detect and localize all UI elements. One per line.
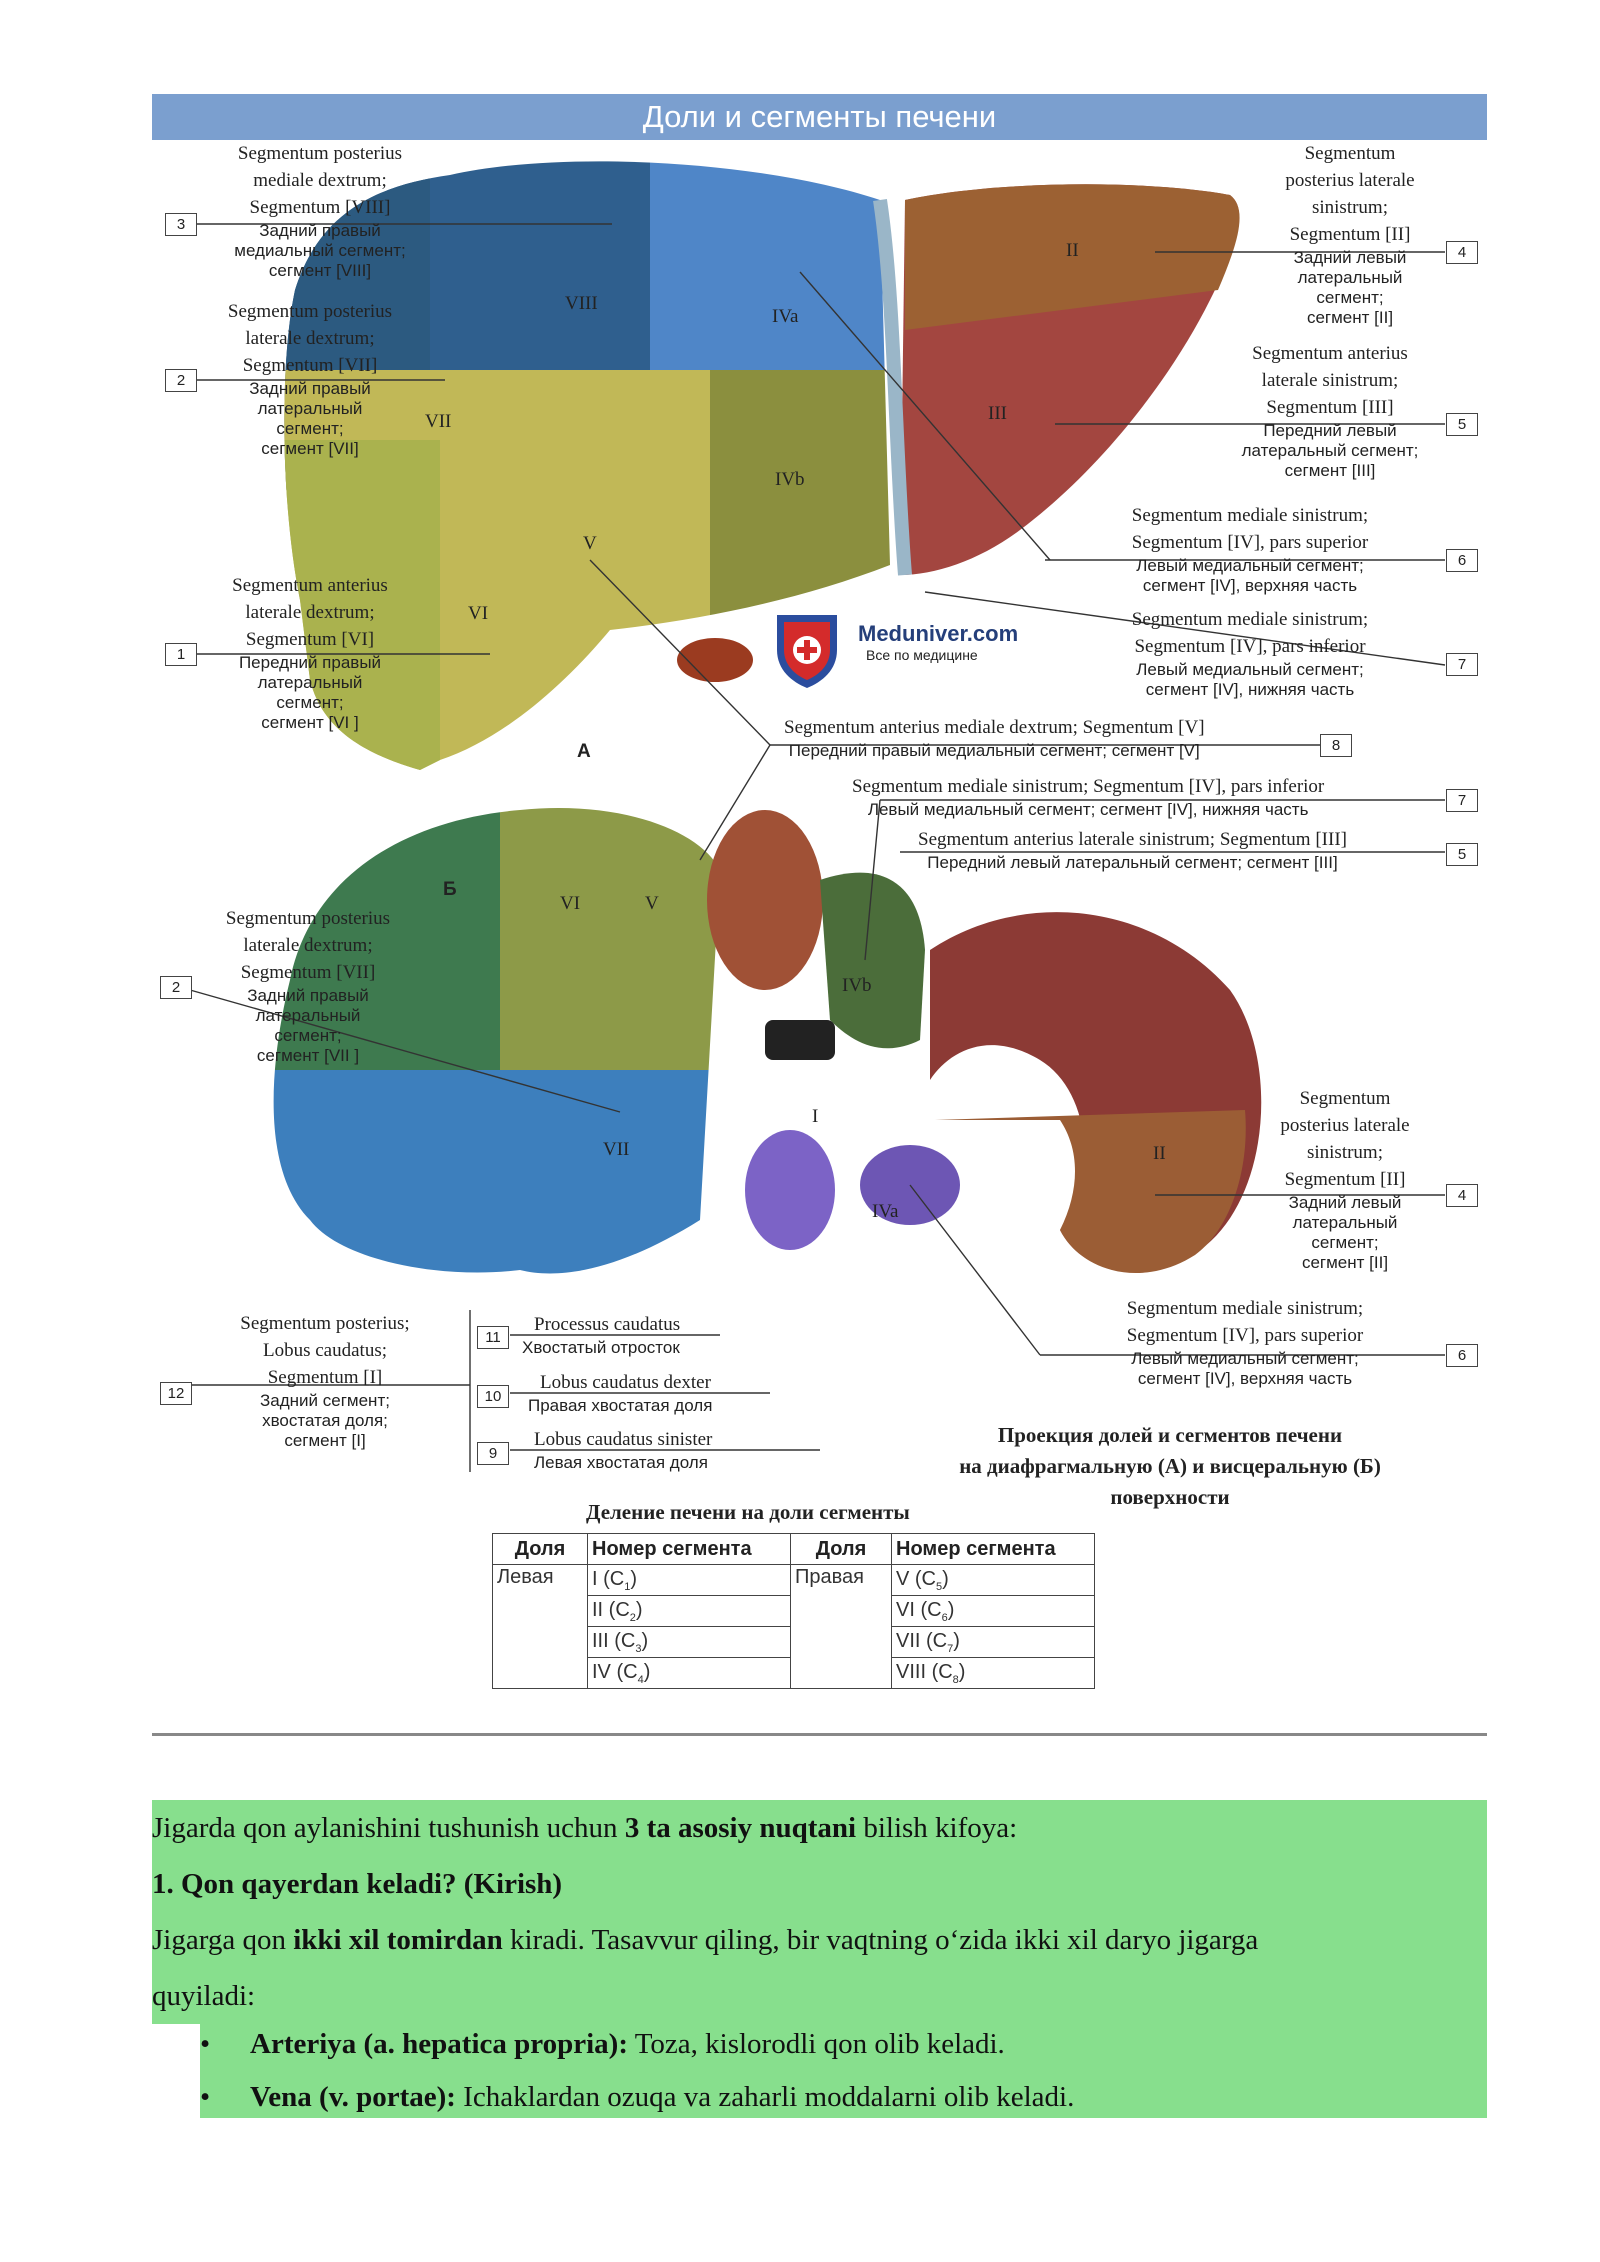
gallbladder	[707, 810, 823, 990]
leader-lines	[182, 223, 1446, 1472]
callout-11: 11	[477, 1326, 509, 1349]
roman-b-v: V	[645, 893, 659, 914]
label-lobus-caudatus-dexter: Lobus caudatus dexter Правая хвостатая д…	[528, 1372, 713, 1415]
segment-cell: III (C3)	[587, 1626, 791, 1658]
callout-9: 9	[477, 1442, 509, 1465]
callout-8: 8	[1320, 734, 1352, 757]
segment-ii-b-area	[935, 1110, 1246, 1274]
liver-view-a	[284, 161, 890, 770]
inferior-vena-cava	[745, 1130, 835, 1250]
segment-vii-b-area	[273, 1070, 720, 1274]
roman-b-ii: II	[1153, 1143, 1166, 1164]
table-header-row: Доля Номер сегмента Доля Номер сегмента	[492, 1533, 1095, 1565]
roman-vi: VI	[468, 603, 489, 624]
label-segment-iv-inferior: Segmentum mediale sinistrum; Segmentum […	[1131, 609, 1369, 699]
callout-5: 5	[1446, 413, 1478, 436]
roman-v: V	[583, 533, 597, 554]
roman-vii: VII	[425, 411, 452, 432]
roman-b-ivb: IVb	[842, 975, 872, 996]
segment-cell: II (C2)	[587, 1595, 791, 1627]
roman-iii: III	[988, 403, 1007, 424]
label-segment-vii: Segmentum posterius laterale dextrum; Se…	[227, 301, 393, 458]
col-header: Номер сегмента	[891, 1533, 1095, 1565]
callout-7: 7	[1446, 653, 1478, 676]
roman-b-iva: IVa	[872, 1201, 899, 1222]
view-b-letter: Б	[443, 879, 457, 900]
roman-b-vi: VI	[560, 893, 581, 914]
label-segment-vi: Segmentum anterius laterale dextrum; Seg…	[232, 575, 388, 732]
figure-caption: Проекция долей и сегментов печени на диа…	[959, 1423, 1381, 1509]
segment-cell: V (C5)	[891, 1564, 1095, 1596]
label-lobus-caudatus-sinister: Lobus caudatus sinister Левая хвостатая …	[534, 1429, 713, 1472]
section-heading: 1. Qon qayerdan keladi? (Kirish)	[152, 1856, 1487, 1912]
roman-iva: IVa	[772, 306, 799, 327]
label-segment-iii-b: Segmentum anterius laterale sinistrum; S…	[918, 829, 1347, 872]
right-lobe-cell: Правая	[790, 1564, 892, 1689]
col-header: Доля	[492, 1533, 588, 1565]
table-row: II (C2) VI (C6)	[493, 1595, 1095, 1627]
label-segment-iii: Segmentum anterius laterale sinistrum; S…	[1241, 343, 1419, 480]
paragraph-line-2: quyiladi:	[152, 1968, 1487, 2024]
intro-line: Jigarda qon aylanishini tushunish uchun …	[152, 1800, 1487, 1856]
bullet-item-arteriya: •Arteriya (a. hepatica propria): Toza, k…	[200, 2016, 1487, 2072]
label-segment-iv-inferior-b: Segmentum mediale sinistrum; Segmentum […	[852, 776, 1325, 819]
col-header: Доля	[790, 1533, 892, 1565]
paragraph-line-1: Jigarga qon ikki xil tomirdan kiradi. Ta…	[152, 1912, 1487, 1968]
label-segment-ii: Segmentum posterius laterale sinistrum; …	[1285, 143, 1415, 327]
bullet-item-vena: •Vena (v. portae): Ichaklardan ozuqa va …	[200, 2072, 1487, 2118]
segment-cell: IV (C4)	[587, 1657, 791, 1689]
label-segment-ii-b: Segmentum posterius laterale sinistrum; …	[1280, 1088, 1410, 1272]
table-row: III (C3) VII (C7)	[493, 1626, 1095, 1658]
label-segment-vii-b: Segmentum posterius laterale dextrum; Se…	[225, 908, 391, 1065]
callout-7b: 7	[1446, 789, 1478, 812]
callout-10: 10	[477, 1385, 509, 1408]
liver-view-b	[273, 808, 720, 1274]
callout-4b: 4	[1446, 1184, 1478, 1207]
segment-ii-area	[905, 184, 1240, 330]
bullet-icon: •	[200, 2028, 211, 2060]
callout-2b: 2	[160, 976, 192, 999]
callout-1: 1	[165, 643, 197, 666]
table-row: Левая I (C1) Правая V (C5)	[492, 1564, 1095, 1689]
bullet-icon: •	[200, 2081, 211, 2113]
roman-b-i: I	[812, 1106, 819, 1127]
section-divider	[152, 1733, 1487, 1736]
liver-segments-figure: Доли и сегменты печени	[152, 94, 1487, 1689]
label-segment-iv-superior: Segmentum mediale sinistrum; Segmentum […	[1131, 505, 1369, 595]
col-header: Номер сегмента	[587, 1533, 791, 1565]
callout-4: 4	[1446, 241, 1478, 264]
label-segment-viii: Segmentum posterius mediale dextrum; Seg…	[234, 143, 406, 280]
callout-6: 6	[1446, 549, 1478, 572]
figure-title: Доли и сегменты печени	[152, 94, 1487, 140]
roman-ivb: IVb	[775, 469, 805, 490]
callout-5b: 5	[1446, 843, 1478, 866]
segment-cell: VII (C7)	[891, 1626, 1095, 1658]
label-segment-iv-superior-b: Segmentum mediale sinistrum; Segmentum […	[1126, 1298, 1364, 1388]
callout-2: 2	[165, 369, 197, 392]
segment-cell: VIII (C8)	[891, 1657, 1095, 1689]
roman-viii: VIII	[565, 293, 598, 314]
table-title: Деление печени на доли сегменты	[586, 1500, 910, 1524]
label-segment-i: Segmentum posterius; Lobus caudatus; Seg…	[240, 1313, 410, 1450]
callout-3: 3	[165, 213, 197, 236]
liver-illustration	[182, 161, 1446, 1472]
roman-b-vii: VII	[603, 1139, 630, 1160]
callout-12: 12	[160, 1382, 192, 1405]
segments-table: Доля Номер сегмента Доля Номер сегмента …	[492, 1533, 1095, 1689]
watermark-name: Meduniver.com	[858, 621, 1019, 646]
view-a-letter: А	[577, 741, 591, 762]
segment-ivb-area	[710, 370, 890, 630]
watermark-tagline: Все по медицине	[866, 647, 978, 663]
label-processus-caudatus: Processus caudatus Хвостатый отросток	[522, 1314, 681, 1357]
callout-6b: 6	[1446, 1344, 1478, 1367]
table-row: IV (C4) VIII (C8)	[493, 1657, 1095, 1689]
segment-cell: I (C1)	[587, 1564, 791, 1596]
segment-cell: VI (C6)	[891, 1595, 1095, 1627]
roman-ii: II	[1066, 240, 1079, 261]
label-segment-v: Segmentum anterius mediale dextrum; Segm…	[784, 717, 1205, 760]
left-lobe-cell: Левая	[492, 1564, 588, 1689]
meduniver-logo-icon	[777, 615, 837, 688]
